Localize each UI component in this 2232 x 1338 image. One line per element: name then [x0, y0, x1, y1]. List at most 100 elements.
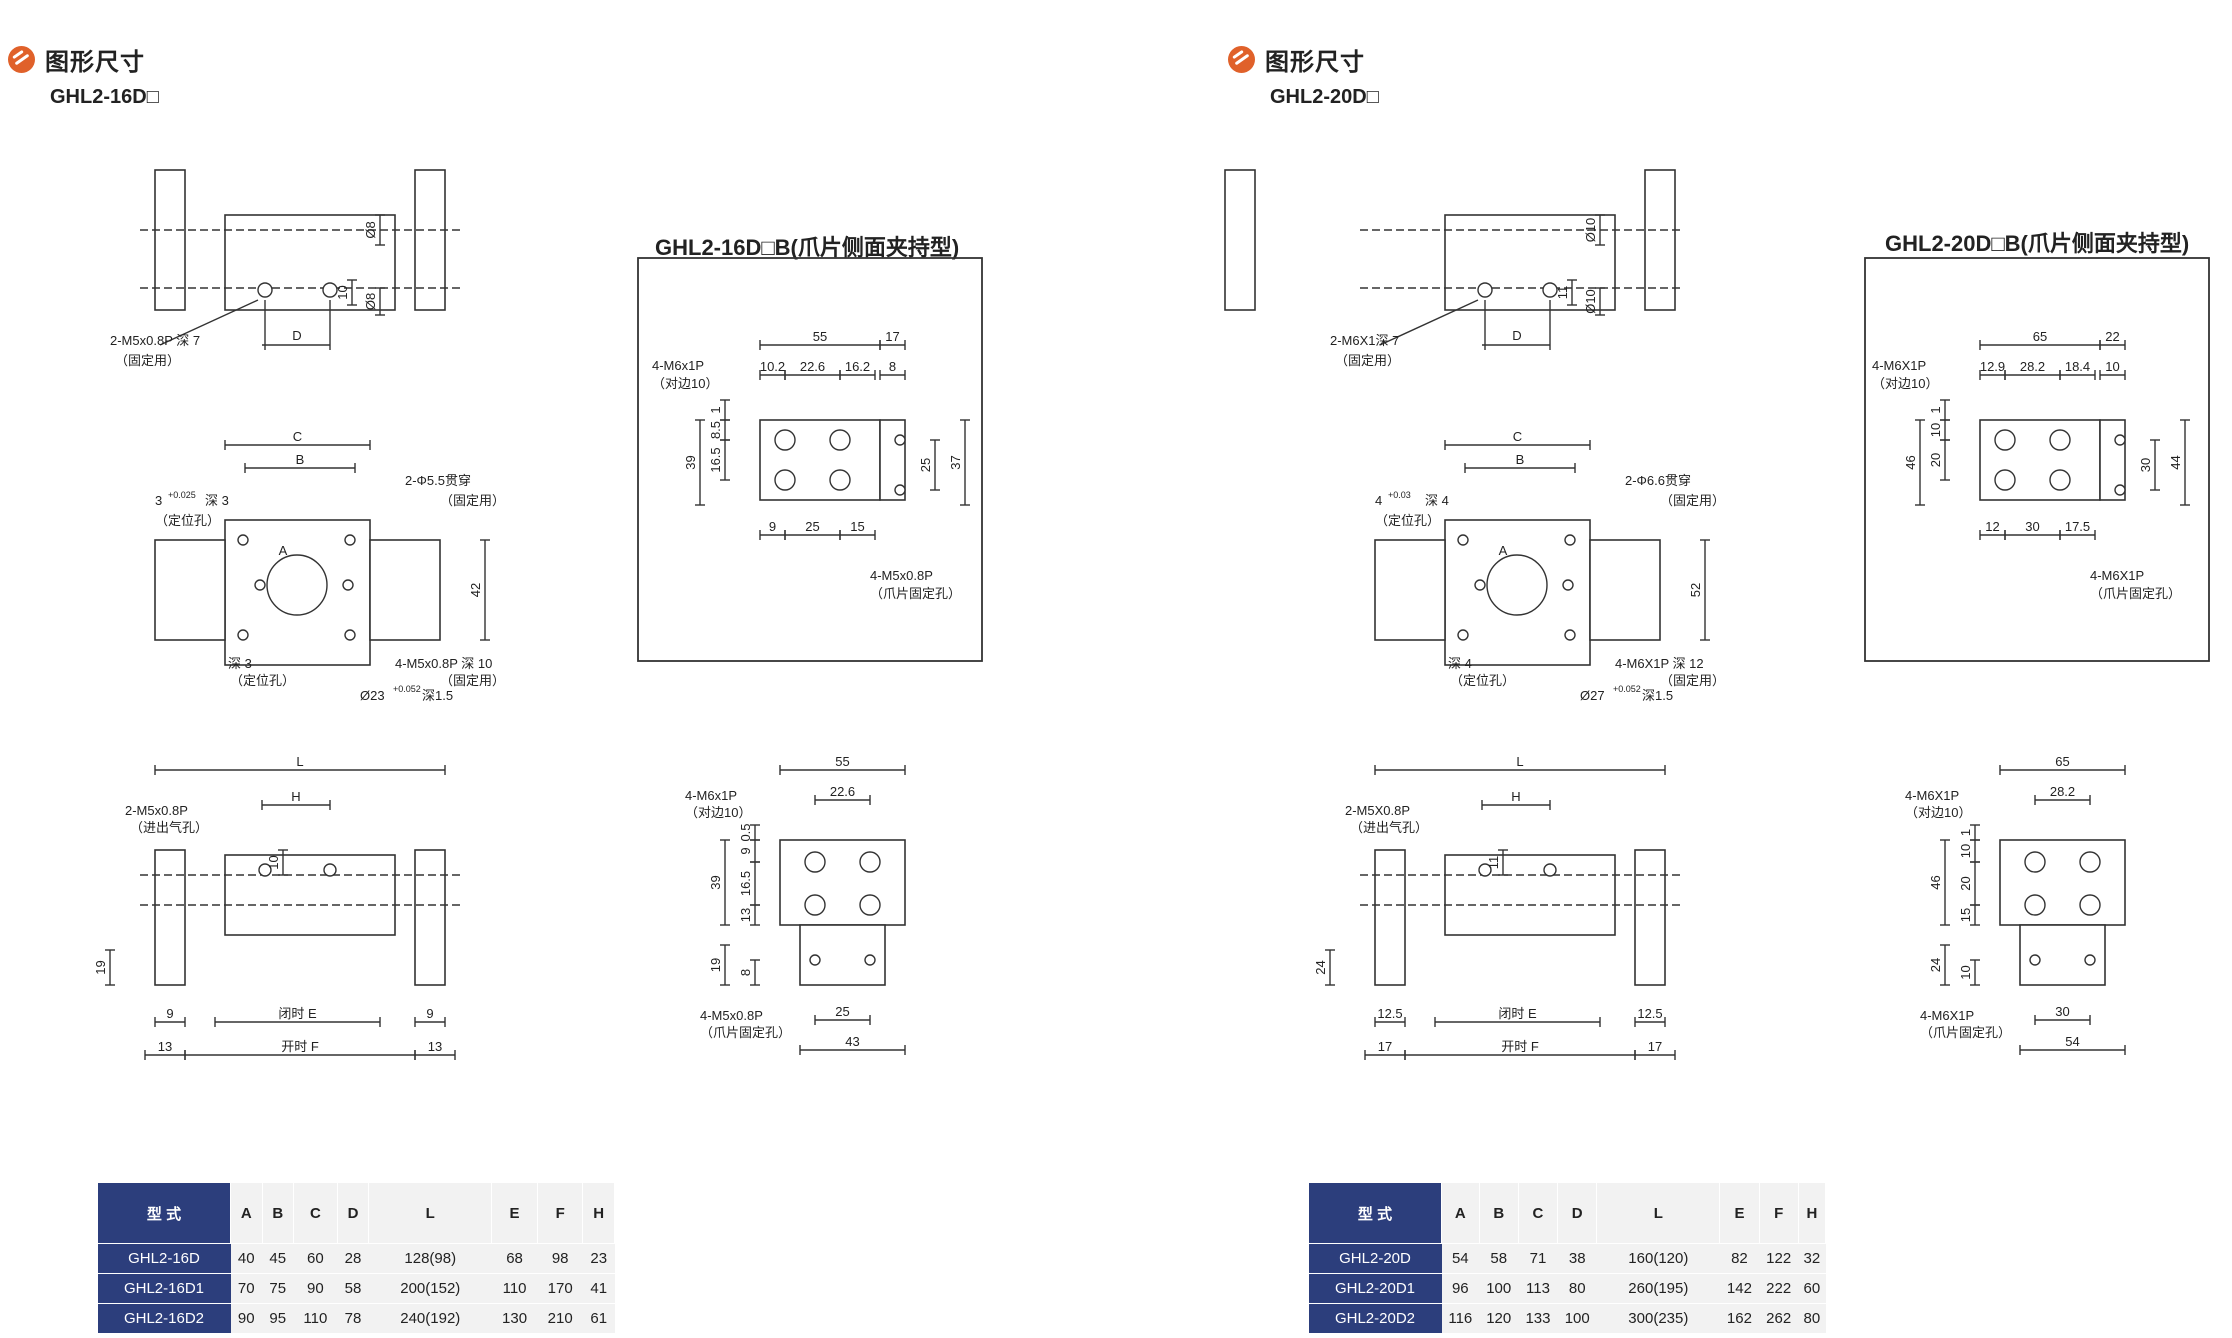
- table-cell: 90: [293, 1273, 338, 1304]
- dim-label: 16.5: [738, 871, 753, 896]
- hole-circle: [1542, 282, 1558, 298]
- dim-label: （爪片固定孔）: [700, 1025, 791, 1040]
- dim-label: 46: [1903, 455, 1918, 469]
- table-cell: 82: [1719, 1243, 1760, 1274]
- table-cell: 90: [230, 1303, 263, 1334]
- table-cell: 54: [1441, 1243, 1480, 1274]
- hole-circle: [258, 863, 272, 877]
- hole-circle: [859, 894, 881, 916]
- hole-circle: [322, 282, 338, 298]
- dim-label: （对边10）: [685, 805, 751, 820]
- hole-circle: [774, 469, 796, 491]
- dim-label: 30: [2055, 1004, 2069, 1019]
- dim-label: 10: [266, 855, 281, 869]
- dim-label: 10: [1928, 423, 1943, 437]
- dim-label: 20: [1928, 453, 1943, 467]
- hole-circle: [1478, 863, 1492, 877]
- spec-header-cell: D: [336, 1182, 370, 1244]
- dim-label: D: [292, 328, 301, 343]
- dim-label: （进出气孔）: [1350, 820, 1428, 835]
- dim-label: 闭时 E: [1498, 1006, 1537, 1021]
- part-outline: [154, 849, 186, 986]
- table-cell: 260(195): [1596, 1273, 1720, 1304]
- dim-label: 20: [1958, 876, 1973, 890]
- hole-circle: [254, 579, 266, 591]
- hole-circle: [2079, 894, 2101, 916]
- dim-label: （对边10）: [1872, 376, 1938, 391]
- part-outline: [1634, 849, 1666, 986]
- dim-label: （对边10）: [652, 376, 718, 391]
- dim-label: 55: [835, 754, 849, 769]
- part-outline: [1374, 539, 1446, 641]
- dim-label: 39: [708, 875, 723, 889]
- dim-label: D: [1512, 328, 1521, 343]
- dim-label: 10: [1958, 965, 1973, 979]
- hole-circle: [344, 629, 356, 641]
- dim-label: 2-M5X0.8P: [1345, 803, 1410, 818]
- spec-header-cell: H: [1797, 1182, 1827, 1244]
- dim-label: 17: [885, 329, 899, 344]
- dim-label: 15: [1958, 908, 1973, 922]
- table-cell: 41: [582, 1273, 615, 1304]
- dim-label: （固定用）: [1335, 353, 1400, 368]
- dim-label: 4-M6X1P: [1905, 788, 1959, 803]
- hole-circle: [344, 534, 356, 546]
- section-title: 图形尺寸: [1265, 49, 1365, 76]
- spec-header-cell: C: [1517, 1182, 1559, 1244]
- spec-table-header: 型 式 A B C D L E F H: [97, 1182, 615, 1244]
- table-cell: 210: [537, 1303, 583, 1334]
- dim-label: 11: [1486, 856, 1501, 870]
- spec-header-cell: L: [1596, 1182, 1721, 1244]
- spec-table: 型 式 A B C D L E F H GHL2-20D 54 58 71 38…: [1308, 1182, 1827, 1334]
- dim-label: 16.5: [708, 447, 723, 472]
- table-cell: 98: [537, 1243, 583, 1274]
- panel-title: GHL2-20D□B(爪片侧面夹持型): [1885, 231, 2190, 256]
- dim-label: 52: [1688, 583, 1703, 597]
- part-outline: [369, 539, 441, 641]
- dim-label: 8.5: [708, 421, 723, 439]
- dim-label: 17: [1378, 1039, 1392, 1054]
- dim-label: +0.025: [168, 490, 196, 500]
- hole-circle: [2024, 851, 2046, 873]
- dim-label: 12: [1985, 519, 1999, 534]
- model-name: GHL2-20D□: [1270, 86, 1379, 108]
- table-cell: 68: [491, 1243, 538, 1274]
- hole-circle: [1994, 469, 2016, 491]
- dim-label: 42: [468, 583, 483, 597]
- table-cell: 300(235): [1596, 1303, 1720, 1334]
- dim-label: 9: [426, 1006, 433, 1021]
- drawing-line: [1379, 299, 1479, 346]
- hole-circle: [2029, 954, 2041, 966]
- dim-label: （定位孔）: [230, 673, 295, 688]
- part-outline: [224, 854, 396, 936]
- jaw-plate: [779, 839, 906, 926]
- dim-label: （爪片固定孔）: [2090, 586, 2181, 601]
- dim-label: L: [1516, 754, 1523, 769]
- spec-header-cell: D: [1557, 1182, 1598, 1244]
- panel-frame: [1864, 257, 2210, 662]
- dim-label: 2-M6X1深 7: [1330, 333, 1399, 348]
- dim-label: （固定用）: [1660, 493, 1725, 508]
- panel-title: GHL2-16D□B(爪片侧面夹持型): [655, 235, 960, 260]
- bore-circle: [1486, 554, 1548, 616]
- dim-label: A: [279, 543, 288, 558]
- table-cell: 58: [337, 1273, 369, 1304]
- hole-circle: [2079, 851, 2101, 873]
- dim-label: 44: [2168, 455, 2183, 469]
- hole-circle: [2049, 429, 2071, 451]
- dim-label: 12.5: [1377, 1006, 1402, 1021]
- hole-circle: [1564, 534, 1576, 546]
- dim-label: 22.6: [800, 359, 825, 374]
- dim-label: 55: [813, 329, 827, 344]
- table-cell: 110: [293, 1303, 338, 1334]
- table-cell: 40: [230, 1243, 263, 1274]
- dim-label: 4-M5x0.8P 深 10: [395, 656, 492, 671]
- dim-label: Ø10: [1583, 289, 1598, 314]
- hole-circle: [804, 894, 826, 916]
- dim-label: 4-M5x0.8P: [870, 568, 933, 583]
- hole-circle: [342, 579, 354, 591]
- dim-label: 4-M6X1P: [2090, 568, 2144, 583]
- table-cell: GHL2-20D1: [1308, 1273, 1442, 1304]
- dim-label: Ø8: [363, 221, 378, 238]
- dim-label: Ø8: [363, 293, 378, 310]
